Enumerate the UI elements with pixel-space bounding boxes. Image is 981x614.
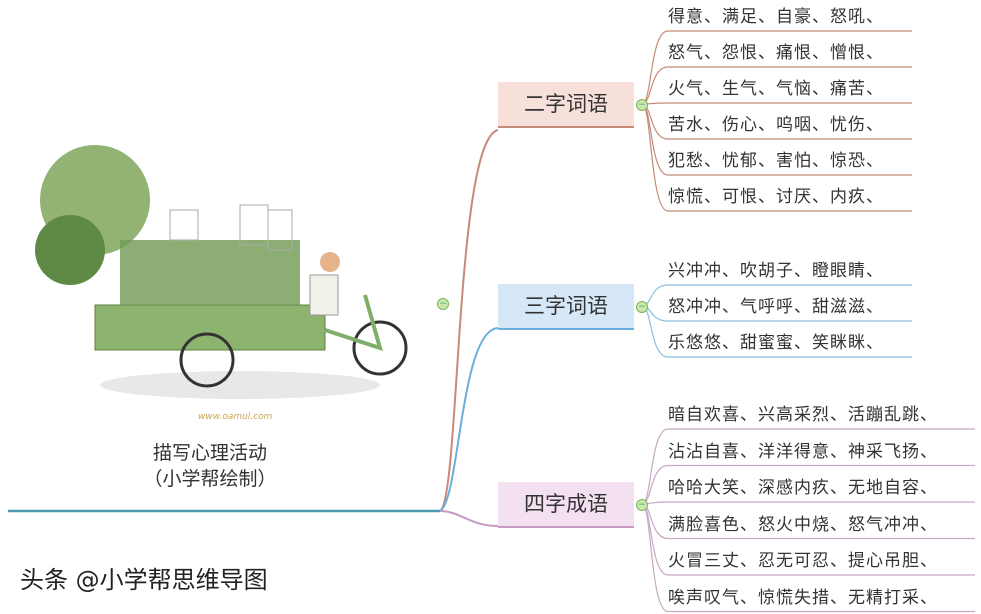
branch-three-char-words[interactable]: 三字词语: [498, 284, 634, 330]
collapse-toggle-icon[interactable]: −: [636, 499, 648, 511]
watermark: 头条 @小学帮思维导图: [20, 566, 268, 594]
leaf-item[interactable]: 沾沾自喜、洋洋得意、神采飞扬、: [668, 441, 938, 462]
branch-four-char-idioms[interactable]: 四字成语: [498, 482, 634, 528]
illustration-cart: [35, 145, 408, 399]
leaf-connector: [641, 102, 912, 105]
leaf-item[interactable]: 怒气、怨恨、痛恨、憎恨、: [668, 43, 884, 63]
leaf-item[interactable]: 满脸喜色、怒火中烧、怒气冲冲、: [668, 514, 938, 535]
branch-two-char-words[interactable]: 二字词语: [498, 82, 634, 128]
leaf-item[interactable]: 得意、满足、自豪、怒吼、: [668, 7, 884, 27]
leaf-item[interactable]: 惊慌、可恨、讨厌、内疚、: [668, 187, 884, 207]
collapse-toggle-icon[interactable]: −: [636, 301, 648, 313]
leaf-item[interactable]: 哈哈大笑、深感内疚、无地自容、: [668, 478, 938, 498]
leaf-item[interactable]: 怒冲冲、气呼呼、甜滋滋、: [668, 297, 884, 317]
leaf-item[interactable]: 兴冲冲、吹胡子、瞪眼睛、: [668, 261, 884, 281]
central-topic-subtitle: （小学帮绘制）: [143, 468, 277, 490]
leaf-connector: [641, 501, 975, 505]
central-topic-title[interactable]: 描写心理活动: [152, 442, 267, 464]
leaf-item[interactable]: 犯愁、忧郁、害怕、惊恐、: [668, 151, 884, 171]
leaf-item[interactable]: 火冒三丈、忍无可忍、提心吊胆、: [668, 551, 938, 571]
collapse-toggle-icon[interactable]: −: [437, 298, 449, 310]
leaf-item[interactable]: 苦水、伤心、呜咽、忧伤、: [668, 115, 884, 135]
leaf-item[interactable]: 乐悠悠、甜蜜蜜、笑眯眯、: [668, 333, 884, 353]
collapse-toggle-icon[interactable]: −: [636, 99, 648, 111]
leaf-item[interactable]: 火气、生气、气恼、痛苦、: [668, 79, 884, 99]
leaf-item[interactable]: 暗自欢喜、兴高采烈、活蹦乱跳、: [668, 405, 938, 425]
leaf-item[interactable]: 唉声叹气、惊慌失措、无精打采、: [668, 587, 938, 608]
illustration-caption: www.oamul.com: [198, 412, 273, 422]
